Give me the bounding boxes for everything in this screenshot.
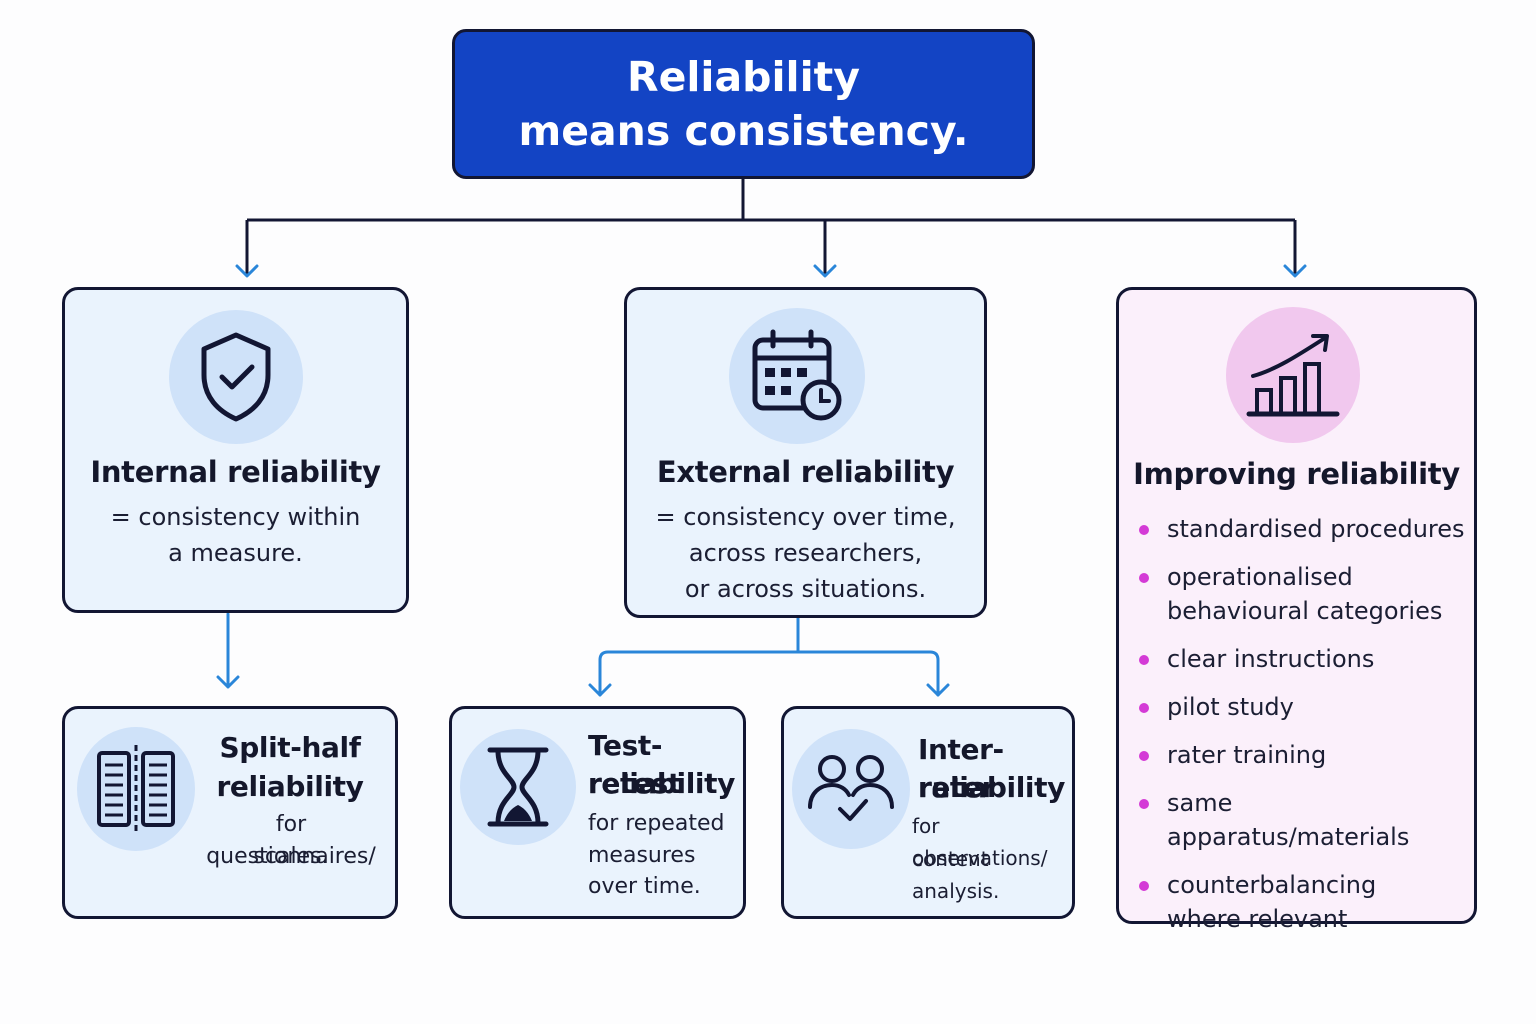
arrow-to-improving (1283, 264, 1307, 278)
test-retest-title-line-2: reliability (588, 767, 735, 800)
icon-circle (460, 729, 576, 845)
arrow-to-internal (235, 264, 259, 278)
internal-reliability-card: Internal reliability = consistency withi… (62, 287, 409, 613)
list-item: same apparatus/materials (1135, 786, 1475, 854)
list-item: pilot study (1135, 690, 1475, 724)
calendar-clock-icon (752, 329, 842, 421)
internal-desc-line-1: = consistency within (110, 503, 361, 531)
external-reliability-card: External reliability = consistency over … (624, 287, 987, 618)
test-retest-card: Test-retest reliability for repeated mea… (449, 706, 746, 919)
inter-rater-title-line-1: Inter-rater (918, 733, 1004, 804)
list-item: standardised procedures (1135, 512, 1475, 546)
bullet-dot (1139, 703, 1149, 713)
arrow-internal-to-split-half (216, 612, 240, 689)
external-desc-line-2: across researchers, (688, 539, 923, 567)
hourglass-icon (487, 747, 549, 827)
internal-desc-line-2: a measure. (168, 539, 303, 567)
inter-rater-card: Inter-rater reliability for observations… (781, 706, 1075, 919)
bullet-dot (1139, 751, 1149, 761)
list-item: rater training (1135, 738, 1475, 772)
bar-chart-growth-icon (1246, 334, 1340, 417)
title-box: Reliability means consistency. (452, 29, 1035, 179)
test-retest-desc-line-3: over time. (588, 874, 701, 899)
arrow-to-external (813, 264, 837, 278)
split-half-title-line-1: Split-half (219, 731, 361, 764)
split-half-title-line-2: reliability (216, 770, 364, 803)
two-people-check-icon (808, 755, 894, 821)
bullet-dot (1139, 799, 1149, 809)
test-retest-title-line-1: Test-retest (588, 729, 681, 800)
external-desc-line-3: or across situations. (684, 575, 927, 603)
icon-circle (792, 729, 910, 849)
bullet-dot (1139, 573, 1149, 583)
external-desc-line-1: = consistency over time, (655, 503, 956, 531)
arrow-external-branch (598, 616, 940, 697)
split-half-desc-line-1: for questionnaires/ (206, 812, 376, 869)
inter-rater-title-line-2: reliability (918, 771, 1065, 804)
test-retest-desc-line-2: measures (588, 843, 696, 868)
bullet-dot (1139, 525, 1149, 535)
bullet-dot (1139, 655, 1149, 665)
bullet-dot (1139, 881, 1149, 891)
external-heading: External reliability (656, 455, 955, 489)
icon-circle (729, 308, 865, 444)
improving-heading: Improving reliability (1133, 457, 1460, 491)
title-line-2: means consistency. (518, 107, 969, 155)
list-item: clear instructions (1135, 642, 1475, 676)
test-retest-desc-line-1: for repeated (588, 811, 725, 836)
split-document-icon (97, 745, 175, 833)
split-half-card: Split-half reliability for questionnaire… (62, 706, 398, 919)
icon-circle (1226, 307, 1360, 443)
inter-rater-desc-line-1: for observations/ (912, 814, 1048, 870)
improving-reliability-card: Improving reliability standardised proce… (1116, 287, 1477, 933)
inter-rater-desc-line-2: content analysis. (912, 847, 1000, 903)
title-line-1: Reliability (627, 53, 860, 101)
shield-check-icon (201, 332, 271, 422)
internal-heading: Internal reliability (90, 455, 381, 489)
split-half-desc-line-2: scales. (253, 844, 329, 869)
icon-circle (77, 727, 195, 851)
icon-circle (169, 310, 303, 444)
